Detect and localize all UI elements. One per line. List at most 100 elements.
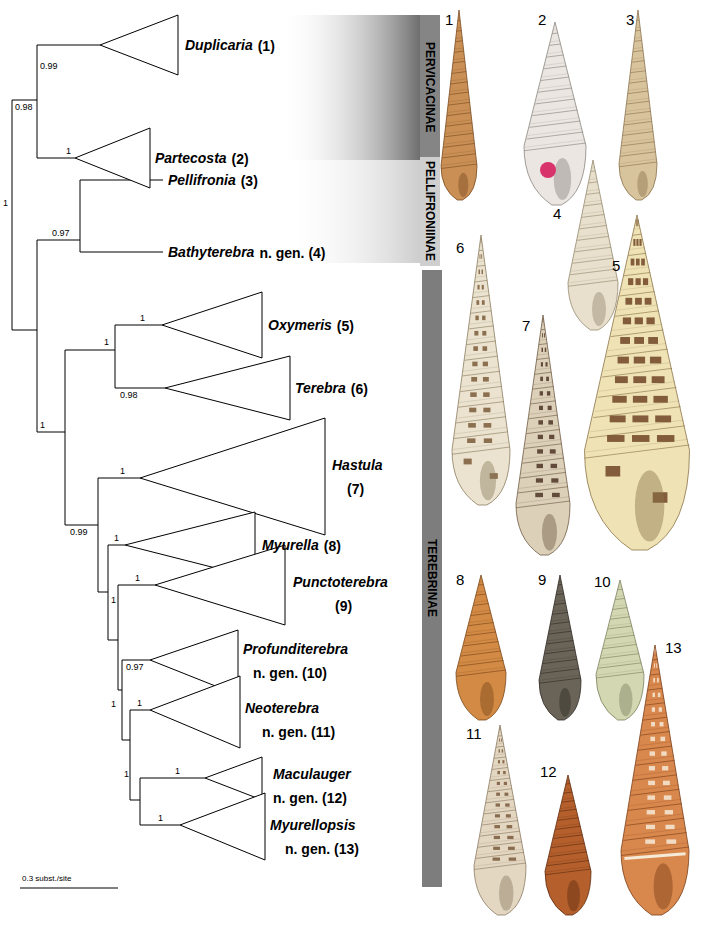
shell-band	[612, 324, 662, 330]
shell-suture	[460, 386, 501, 391]
shell-band	[618, 586, 621, 587]
shell-band	[475, 860, 526, 866]
shell-mark	[468, 423, 476, 428]
shell-mark	[661, 751, 666, 755]
shell-mark	[506, 814, 511, 817]
shell-band	[541, 666, 578, 671]
shell-mark	[612, 396, 626, 403]
shell-suture	[577, 236, 609, 240]
shell-suture	[458, 402, 504, 408]
clade-triangle	[205, 757, 262, 800]
shell-suture	[601, 654, 639, 659]
shell-suture	[476, 852, 524, 858]
shell-mark	[481, 239, 482, 244]
shell-marker	[540, 162, 556, 178]
shell-aperture	[480, 461, 496, 500]
shell-mark	[494, 825, 500, 828]
shell-band	[453, 58, 464, 59]
shell-suture	[615, 311, 659, 316]
clade-number: (3)	[241, 174, 258, 188]
shell-band	[549, 628, 571, 631]
shell-photo	[596, 580, 644, 720]
clade-triangle	[165, 356, 290, 420]
genus-name: Maculauger	[273, 767, 351, 781]
shell-band	[469, 620, 493, 623]
shell-mark	[497, 771, 500, 774]
shell-mark	[628, 278, 633, 285]
shell-suture	[570, 269, 615, 275]
shell-band	[621, 149, 656, 153]
shell-band	[602, 651, 639, 656]
shell-mark	[641, 259, 645, 266]
shell-suture	[533, 387, 554, 390]
shell-suture	[471, 613, 491, 616]
shell-mark	[646, 317, 654, 324]
shell-band	[543, 656, 576, 660]
shell-band	[465, 352, 497, 356]
shell-mark	[551, 478, 558, 482]
clade-number: (6)	[351, 382, 368, 396]
shell-outline	[568, 160, 618, 330]
shell-band	[551, 619, 569, 621]
shell-mark	[650, 357, 661, 364]
shell-suture	[606, 635, 635, 639]
shell-band	[457, 412, 505, 418]
shell-suture	[628, 253, 646, 255]
shell-suture	[466, 632, 496, 636]
shell-suture	[526, 429, 559, 433]
shell-mark	[477, 285, 479, 290]
shell-suture	[648, 688, 663, 690]
shell-suture	[554, 603, 565, 604]
shell-suture	[653, 659, 658, 661]
shell-band	[497, 743, 504, 745]
shell-band	[564, 789, 571, 791]
shell-band	[582, 211, 603, 214]
shell-suture	[458, 20, 460, 21]
shell-suture	[633, 51, 643, 52]
shell-band	[525, 439, 561, 444]
support-value: 1	[137, 699, 142, 708]
shell-band	[637, 17, 639, 18]
clade-number: (7)	[347, 482, 364, 496]
shell-suture	[479, 584, 484, 586]
shell-suture	[633, 775, 677, 780]
callout-number: 6	[456, 240, 464, 255]
shell-suture	[564, 792, 572, 793]
shell-band	[540, 675, 581, 680]
shell-band	[560, 807, 575, 809]
shell-mark	[538, 420, 543, 424]
shell-mark	[493, 857, 500, 860]
shell-band	[597, 669, 644, 675]
shell-mark	[497, 782, 500, 785]
shell-suture	[531, 401, 556, 404]
shell-mark	[625, 298, 632, 305]
shell-suture	[632, 61, 645, 63]
shell-band	[452, 69, 466, 71]
shell-band	[631, 68, 645, 70]
shell-suture	[630, 71, 645, 73]
shell-mark	[537, 449, 543, 453]
shell-band	[446, 120, 472, 123]
shell-band	[455, 48, 464, 49]
shell-aperture	[637, 171, 648, 197]
clade-number: n. gen. (10)	[253, 666, 327, 680]
shell-band	[580, 222, 606, 225]
shell-suture	[549, 44, 560, 45]
shell-suture	[598, 663, 641, 668]
genus-name: Duplicaria	[185, 38, 253, 52]
genus-name: Oxymeris	[268, 318, 332, 332]
shell-mark	[607, 435, 624, 442]
shell-mark	[648, 781, 655, 785]
clade-triangle	[162, 292, 262, 358]
shell-band	[562, 798, 573, 799]
shell-band	[589, 178, 597, 180]
shell-band	[608, 343, 667, 350]
shell-mark	[542, 319, 543, 323]
shell-aperture	[592, 292, 606, 326]
shell-aperture	[554, 158, 571, 200]
shell-mark	[636, 239, 638, 246]
shell-band	[477, 260, 484, 262]
shell-outline	[619, 10, 657, 200]
shell-suture	[469, 326, 494, 329]
